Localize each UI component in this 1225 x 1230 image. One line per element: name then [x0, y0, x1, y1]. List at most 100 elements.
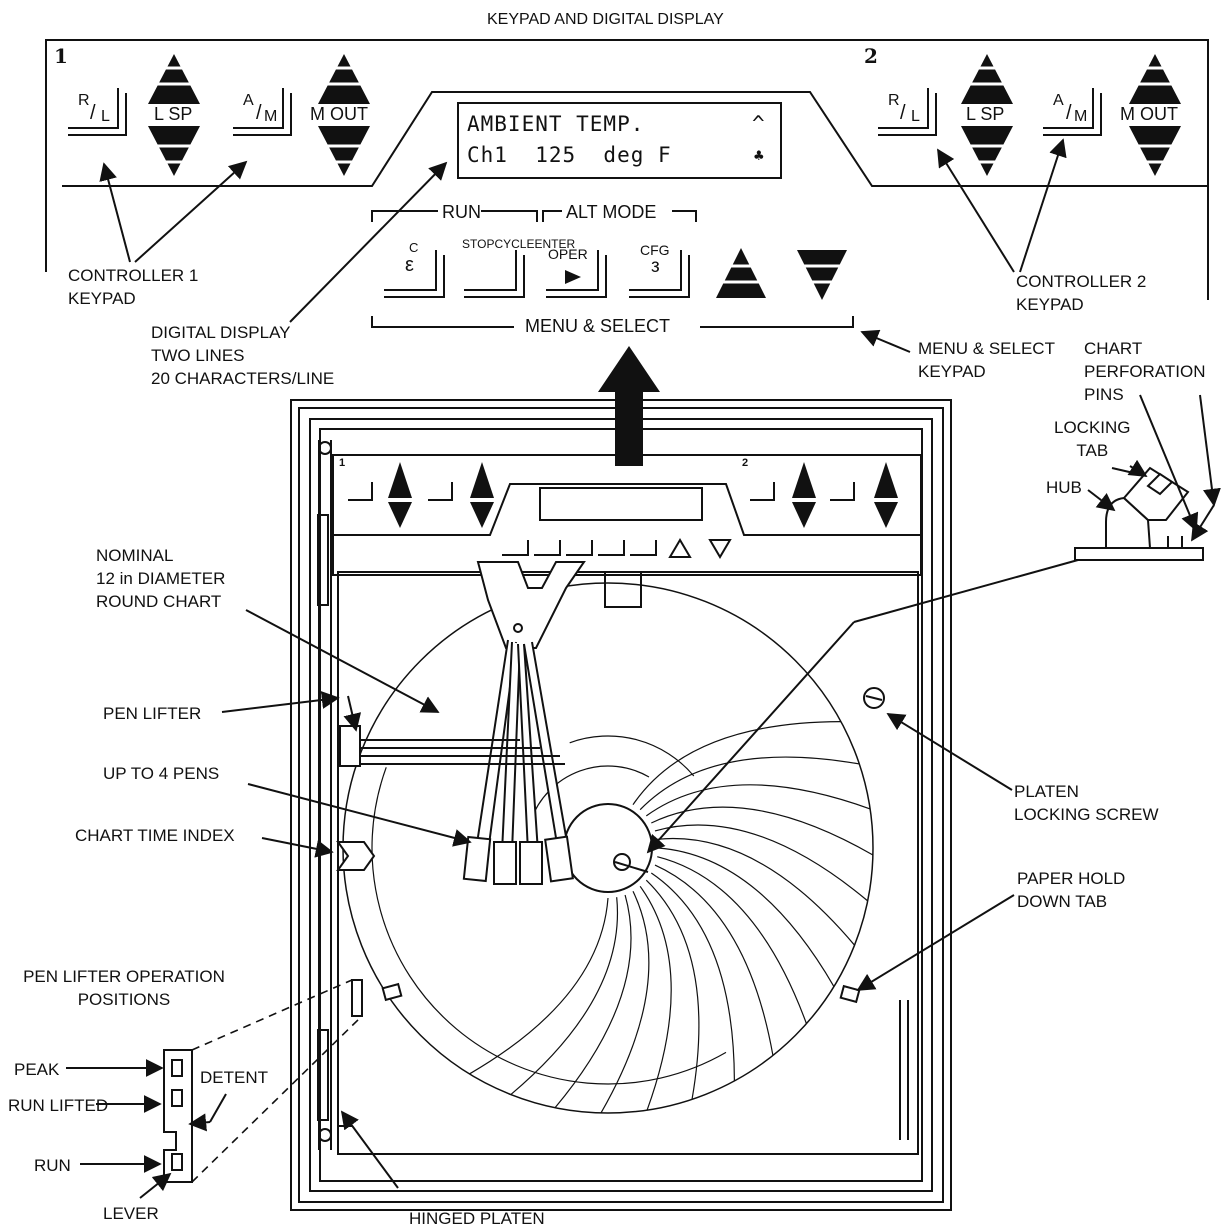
chart-time-line: [469, 897, 609, 1075]
hinged-platen: [337, 571, 919, 1155]
stop-cycle-enter-key[interactable]: [464, 250, 525, 298]
top-leader-arrows: [99, 138, 1067, 353]
am-key-2-slash: /: [1066, 102, 1072, 124]
chart-ring-arc: [530, 765, 650, 821]
chart-time-line: [645, 784, 871, 817]
recorder-controller-1-number: 1: [339, 457, 346, 469]
controller-2-keypad: [878, 88, 1102, 136]
recorder-controller-2-number: 2: [742, 457, 749, 469]
chart-time-line: [657, 837, 855, 946]
c-key-glyph: ε: [405, 254, 414, 276]
rl-key-2-bottom: L: [911, 108, 920, 125]
chart-time-line: [510, 897, 619, 1095]
pen-lifter-lever-small[interactable]: [351, 979, 363, 1017]
pens: [462, 639, 574, 885]
am-key-2-top: A: [1053, 92, 1064, 109]
diagram-title: KEYPAD AND DIGITAL DISPLAY: [487, 11, 724, 28]
chart-time-index: [336, 841, 376, 871]
platen-locking-screw[interactable]: [863, 687, 885, 709]
stop-cycle-enter-label: STOPCYCLEENTER: [462, 237, 576, 251]
am-key-1[interactable]: [233, 88, 292, 136]
am-key-1-bottom: M: [264, 108, 278, 125]
lower-leader-arrows: [66, 394, 1221, 1199]
pen-lifter-operation-detail: [163, 1049, 193, 1183]
c-key[interactable]: [384, 250, 445, 298]
recorder-mini-keypad: [332, 454, 922, 576]
chart-time-line: [657, 856, 807, 1024]
round-chart: [342, 582, 874, 1114]
chart-hub: [563, 803, 653, 893]
chart-time-line: [645, 879, 700, 1100]
rl-key-2[interactable]: [878, 88, 937, 136]
big-up-arrow: [598, 346, 660, 466]
chart-time-index-label: CHART TIME INDEX: [75, 826, 235, 845]
run-bracket-label: RUN: [442, 202, 481, 222]
keypad-panel: [45, 39, 1209, 328]
display-line-1: AMBIENT TEMP.: [467, 112, 645, 136]
lsp-updown-key-2[interactable]: [961, 54, 1013, 176]
chart-time-line: [651, 806, 873, 856]
mout-updown-key-2[interactable]: [1129, 54, 1181, 176]
rl-key-1[interactable]: [68, 88, 127, 136]
am-key-2[interactable]: [1043, 88, 1102, 136]
rl-key-2-top: R: [888, 92, 900, 109]
rl-key-1-bottom: L: [101, 108, 110, 125]
am-key-2-bottom: M: [1074, 108, 1088, 125]
display-line-2-indicator: ♣: [754, 146, 765, 165]
lsp-label-2: L SP: [966, 104, 1005, 125]
chart-time-line: [632, 721, 841, 806]
display-line-2: Ch1 125 deg F: [467, 143, 672, 167]
cfg-key-label: CFG: [640, 242, 670, 258]
pen-lifter-label: PEN LIFTER: [103, 704, 202, 723]
paper-hold-down-tab-left: [381, 982, 403, 1002]
mout-label-2: M OUT: [1120, 104, 1178, 125]
c-key-label: C: [409, 240, 419, 255]
controller-2-number: 2: [864, 44, 878, 68]
chart-time-line: [554, 894, 632, 1109]
oper-key[interactable]: [546, 250, 607, 298]
alt-mode-bracket-label: ALT MODE: [566, 202, 657, 222]
cfg-key[interactable]: [629, 250, 690, 298]
chart-time-line: [600, 891, 650, 1113]
menu-down-key[interactable]: [797, 250, 847, 300]
lsp-updown-key-1[interactable]: [148, 54, 200, 176]
paper-hold-down-tab-right: [839, 984, 861, 1004]
chart-time-line: [650, 872, 735, 1081]
am-key-1-slash: /: [256, 102, 262, 124]
oper-key-label: OPER: [548, 246, 588, 262]
oper-play-icon: [565, 270, 581, 284]
display-line-1-indicator: ^: [752, 112, 766, 136]
digital-display-screen: [457, 102, 782, 179]
rl-key-1-slash: /: [90, 102, 96, 124]
run-lifted-label: RUN LIFTED: [8, 1096, 109, 1115]
up-to-4-pens-label: UP TO 4 PENS: [103, 764, 220, 783]
hinged-platen-label: HINGED PLATEN: [409, 1209, 545, 1228]
chart-time-line: [639, 885, 672, 1111]
hub-label: HUB: [1046, 478, 1082, 497]
chart-time-line: [657, 847, 835, 987]
chart-time-line: [654, 824, 869, 902]
controller-1-number: 1: [54, 44, 68, 68]
pen-arm: [476, 561, 586, 649]
menu-select-bracket-label: MENU & SELECT: [525, 316, 671, 336]
peak-label: PEAK: [14, 1060, 60, 1079]
menu-up-key[interactable]: [716, 248, 766, 298]
recorder-case: [290, 399, 952, 1211]
chart-ring-arc: [569, 735, 695, 777]
lsp-label-1: L SP: [154, 104, 193, 125]
detent-label: DETENT: [200, 1068, 268, 1087]
mout-updown-key-1[interactable]: [318, 54, 370, 176]
pen-lifter[interactable]: [339, 725, 565, 767]
